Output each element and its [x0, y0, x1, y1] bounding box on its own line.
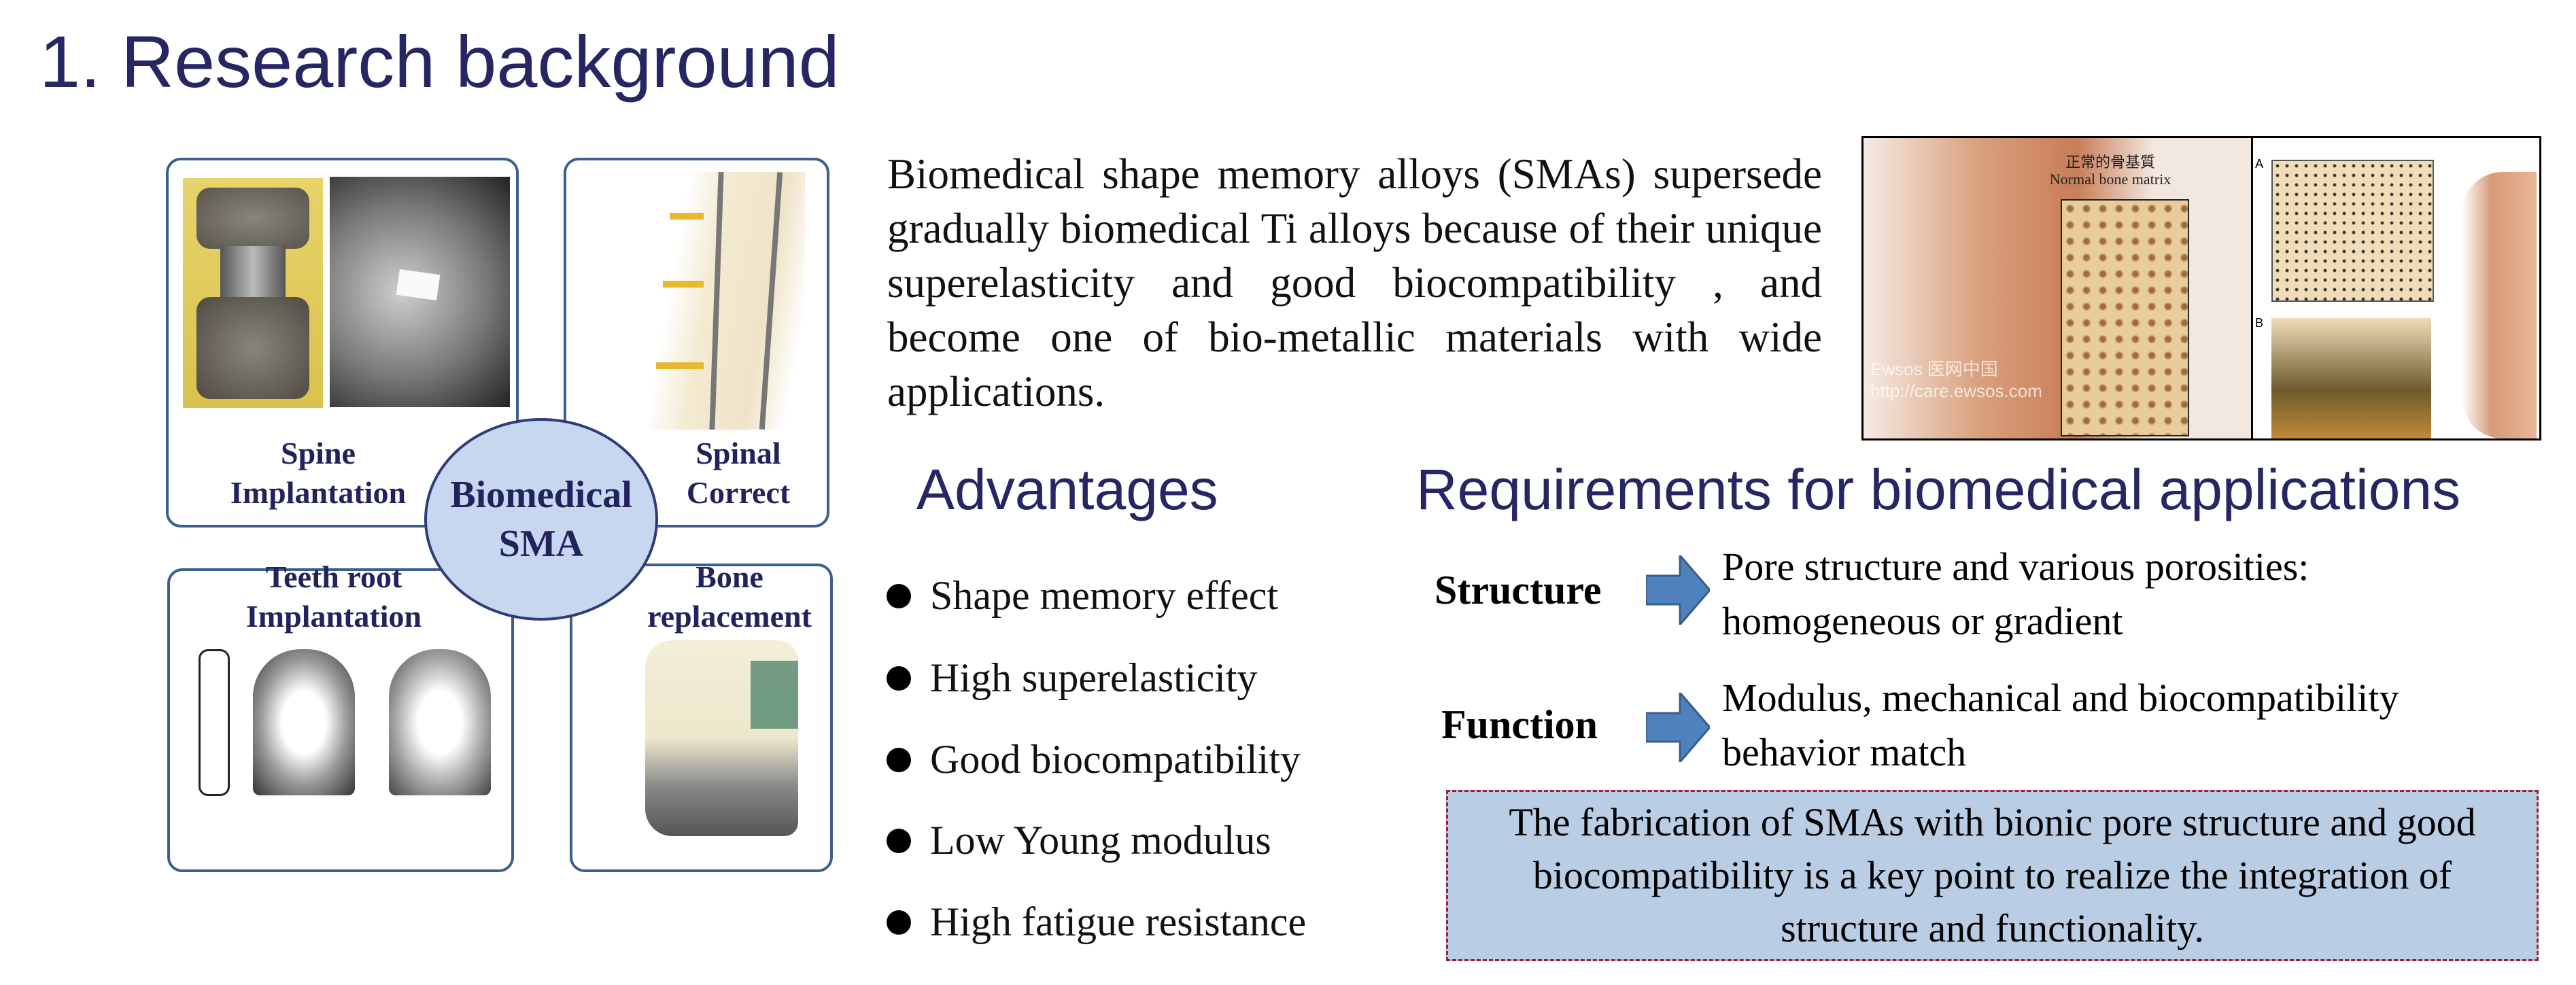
- structure-description: Pore structure and various porosities:ho…: [1722, 545, 2309, 643]
- advantage-item: High fatigue resistance: [887, 899, 1306, 946]
- advantage-item: Shape memory effect: [887, 572, 1278, 619]
- conclusion-box: The fabrication of SMAs with bionic pore…: [1446, 790, 2539, 961]
- intro-paragraph: Biomedical shape memory alloys (SMAs) su…: [887, 150, 1822, 415]
- bullet-icon: [887, 747, 911, 772]
- teeth-implant-drawing: [192, 642, 498, 798]
- arrow-right-icon: [1646, 693, 1710, 762]
- arrow-right-icon: [1646, 555, 1710, 625]
- requirements-heading: Requirements for biomedical applications: [1416, 457, 2461, 521]
- spine-implant-photo: [183, 178, 323, 408]
- bullet-icon: [887, 583, 911, 608]
- function-label: Function: [1441, 702, 1598, 747]
- function-description: Modulus, mechanical and biocompatibility…: [1722, 676, 2399, 774]
- biomedical-sma-hub: Biomedical SMA: [424, 418, 658, 621]
- bone-replacement-photo: [645, 640, 798, 836]
- spinal-correct-photo: [649, 172, 805, 430]
- bone-matrix-figure: 正常的骨基質 Normal bone matrix Ewsos 医网中国 htt…: [1861, 136, 2541, 440]
- advantage-item: Low Young modulus: [887, 817, 1271, 864]
- advantages-heading: Advantages: [916, 457, 1218, 521]
- advantage-item: High superelasticity: [887, 655, 1258, 702]
- conclusion-text: The fabrication of SMAs with bionic pore…: [1509, 800, 2476, 950]
- bullet-icon: [887, 910, 911, 935]
- bullet-icon: [887, 666, 911, 691]
- spine-xray-image: [330, 177, 510, 407]
- structure-label: Structure: [1435, 568, 1602, 612]
- advantage-item: Good biocompatibility: [887, 736, 1301, 783]
- slide-title: 1. Research background: [39, 20, 840, 103]
- bullet-icon: [887, 828, 911, 853]
